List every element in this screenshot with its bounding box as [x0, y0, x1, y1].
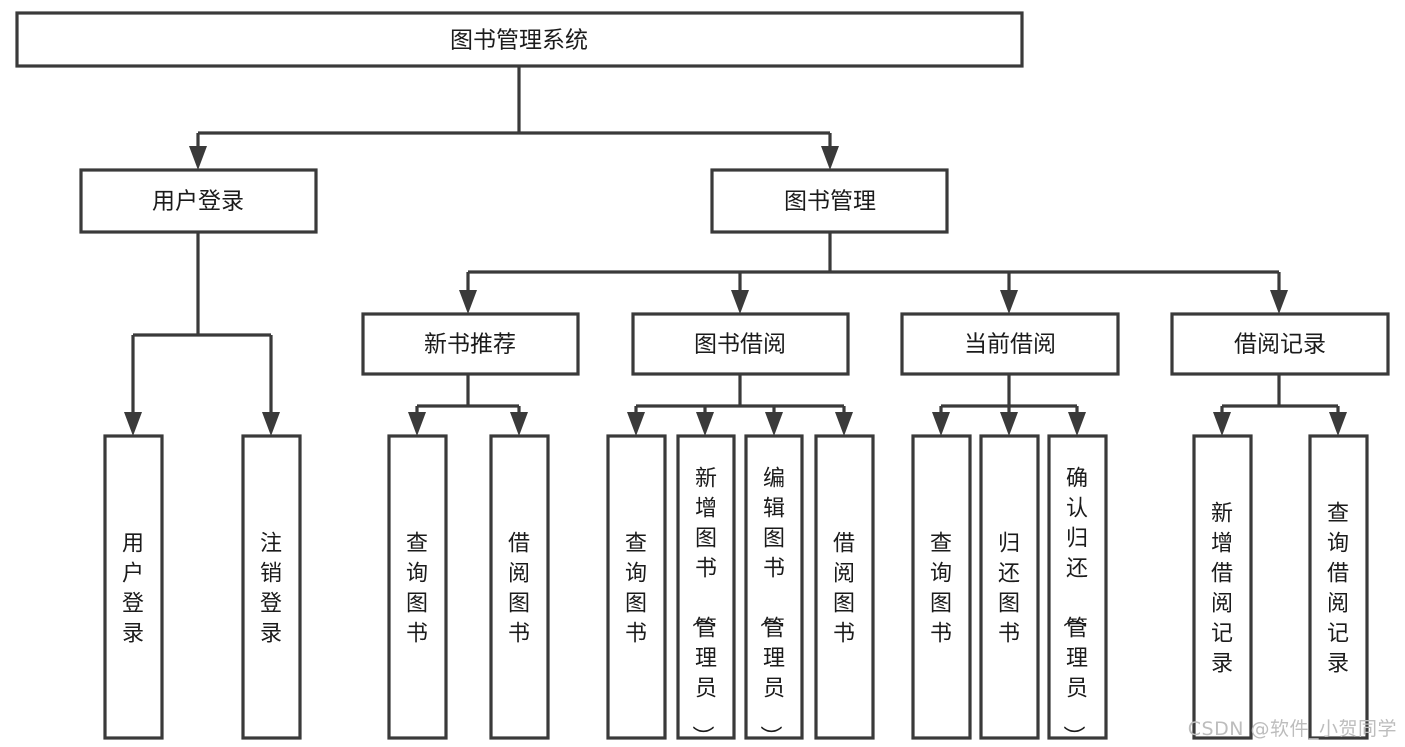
leaf-node-query-borrow-record-label: 查询借阅记录 [1327, 501, 1349, 676]
node-book-borrow-label: 图书借阅 [694, 332, 786, 358]
leaf-node-return-book-label: 归还图书 [998, 531, 1020, 646]
leaf-node-query-book-current-box[interactable] [911, 434, 972, 740]
node-new-book-recommend[interactable]: 新书推荐 [361, 312, 580, 376]
leaf-node-edit-book[interactable]: 编辑图书（管理员） [744, 434, 804, 747]
node-current-borrow[interactable]: 当前借阅 [900, 312, 1120, 376]
leaf-node-borrow-book-recommend-label: 借阅图书 [508, 531, 530, 646]
node-new-book-recommend-label: 新书推荐 [424, 332, 516, 358]
csdn-watermark: CSDN @软件_小贺同学 [1187, 718, 1397, 740]
leaf-node-add-book[interactable]: 新增图书（管理员） [676, 434, 736, 747]
leaf-node-query-borrow-record-box[interactable] [1308, 434, 1369, 740]
leaf-node-query-book-current[interactable]: 查询图书 [911, 434, 972, 740]
leaf-node-user-login-box[interactable] [103, 434, 164, 740]
node-book-management-label: 图书管理 [784, 189, 876, 215]
arrow-head-leaf-borrow-book-2 [835, 412, 853, 436]
arrow-head-leaf-query-book-3 [932, 412, 950, 436]
leaf-node-query-book-recommend-label: 查询图书 [406, 531, 428, 646]
arrow-head-leaf-query-book-2 [627, 412, 645, 436]
node-root-book-management-system[interactable]: 图书管理系统 [15, 11, 1024, 68]
connector-layer [124, 66, 1347, 436]
arrow-head-leaf-user-login [124, 412, 142, 436]
leaf-node-query-book-borrow-box[interactable] [606, 434, 667, 740]
leaf-node-return-book[interactable]: 归还图书 [979, 434, 1040, 740]
node-user-login[interactable]: 用户登录 [79, 168, 318, 234]
leaf-node-add-borrow-record-box[interactable] [1192, 434, 1253, 740]
leaf-node-add-borrow-record-label: 新增借阅记录 [1211, 501, 1233, 676]
arrow-head-leaf-add-book [696, 412, 714, 436]
leaf-node-query-book-borrow-label: 查询图书 [625, 531, 647, 646]
node-borrow-record-box[interactable] [1170, 312, 1390, 376]
leaf-node-query-book-current-label: 查询图书 [930, 531, 952, 646]
node-book-management-box[interactable] [710, 168, 949, 234]
arrow-head-leaf-confirm-return [1068, 412, 1086, 436]
arrow-head-current-borrow [1000, 290, 1018, 314]
leaf-node-add-book-box[interactable] [676, 434, 736, 740]
leaf-node-add-borrow-record[interactable]: 新增借阅记录 [1192, 434, 1253, 740]
arrow-head-new-book [459, 290, 477, 314]
leaf-node-add-book-label: 新增图书（管理员） [689, 466, 717, 747]
node-root-box[interactable] [15, 11, 1024, 68]
arrow-head-book-mgmt [821, 146, 839, 170]
node-root-label: 图书管理系统 [450, 28, 588, 54]
arrow-head-leaf-borrow-book-1 [510, 412, 528, 436]
arrow-head-borrow-record [1270, 290, 1288, 314]
leaf-node-borrow-book-box[interactable] [814, 434, 875, 740]
leaf-node-edit-book-box[interactable] [744, 434, 804, 740]
arrow-head-leaf-edit-book [765, 412, 783, 436]
node-borrow-record[interactable]: 借阅记录 [1170, 312, 1390, 376]
arrow-head-leaf-logout [262, 412, 280, 436]
leaf-node-borrow-book[interactable]: 借阅图书 [814, 434, 875, 740]
leaf-node-query-borrow-record[interactable]: 查询借阅记录 [1308, 434, 1369, 740]
arrow-head-leaf-query-record [1329, 412, 1347, 436]
leaf-node-query-book-recommend[interactable]: 查询图书 [387, 434, 448, 740]
leaf-node-borrow-book-recommend-box[interactable] [489, 434, 550, 740]
leaf-node-query-book-borrow[interactable]: 查询图书 [606, 434, 667, 740]
node-user-login-label: 用户登录 [152, 189, 244, 215]
node-new-book-recommend-box[interactable] [361, 312, 580, 376]
node-book-borrow[interactable]: 图书借阅 [631, 312, 850, 376]
leaf-node-logout-label: 注销登录 [260, 531, 282, 646]
leaf-node-confirm-return-label: 确认归还（管理员） [1060, 466, 1088, 747]
leaf-node-borrow-book-recommend[interactable]: 借阅图书 [489, 434, 550, 740]
node-current-borrow-box[interactable] [900, 312, 1120, 376]
leaf-node-edit-book-label: 编辑图书（管理员） [757, 466, 785, 747]
node-book-management[interactable]: 图书管理 [710, 168, 949, 234]
leaf-node-logout-box[interactable] [241, 434, 302, 740]
arrow-head-user-login [189, 146, 207, 170]
leaf-node-borrow-book-label: 借阅图书 [833, 531, 855, 646]
node-book-borrow-box[interactable] [631, 312, 850, 376]
arrow-head-leaf-add-record [1213, 412, 1231, 436]
arrow-head-leaf-query-book-1 [408, 412, 426, 436]
leaf-node-user-login[interactable]: 用户登录 [103, 434, 164, 740]
arrow-head-book-borrow [731, 290, 749, 314]
arrow-head-leaf-return-book [1000, 412, 1018, 436]
leaf-node-confirm-return[interactable]: 确认归还（管理员） [1047, 434, 1108, 747]
node-current-borrow-label: 当前借阅 [964, 332, 1056, 358]
leaf-node-query-book-recommend-box[interactable] [387, 434, 448, 740]
leaf-node-return-book-box[interactable] [979, 434, 1040, 740]
leaf-node-confirm-return-box[interactable] [1047, 434, 1108, 740]
node-user-login-box[interactable] [79, 168, 318, 234]
node-borrow-record-label: 借阅记录 [1234, 332, 1326, 358]
leaf-node-logout[interactable]: 注销登录 [241, 434, 302, 740]
leaf-node-user-login-label: 用户登录 [122, 531, 144, 646]
